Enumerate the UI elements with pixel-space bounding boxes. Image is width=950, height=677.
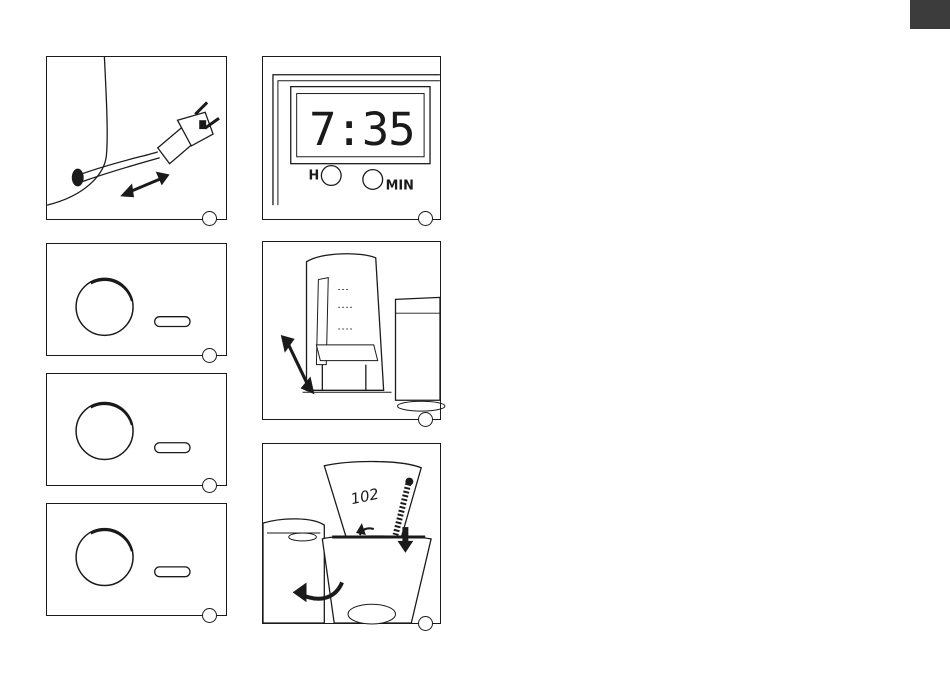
figure-power-cord: [46, 56, 227, 220]
button-state-illustration: [47, 504, 226, 615]
step-number-circle: [202, 211, 217, 226]
button-state-illustration: [47, 374, 226, 485]
step-number-circle: [418, 412, 433, 427]
figure-clock-display: 7:35 H MIN: [262, 56, 441, 220]
button-state-illustration: [47, 244, 226, 355]
minute-button-label: MIN: [386, 178, 414, 193]
step-number-circle: [418, 211, 433, 226]
power-plug-illustration: [47, 57, 226, 219]
filter-holder-illustration: 102: [263, 444, 440, 623]
figure-filter-holder: 102: [262, 443, 441, 624]
step-number-circle: [418, 616, 433, 631]
clock-time-display: 7:35: [309, 103, 414, 156]
figure-button-state-1: [46, 243, 227, 356]
figure-water-tank: [262, 241, 441, 420]
clock-illustration: 7:35 H MIN: [263, 57, 440, 219]
minute-button[interactable]: [363, 170, 383, 190]
step-number-circle: [202, 348, 217, 363]
figure-button-state-3: [46, 503, 227, 616]
step-number-circle: [202, 478, 217, 493]
water-tank-illustration: [263, 242, 440, 419]
hour-button-label: H: [309, 168, 320, 183]
page-edge-tab: [910, 0, 950, 29]
figure-button-state-2: [46, 373, 227, 486]
step-number-circle: [202, 608, 217, 623]
hour-button[interactable]: [321, 166, 341, 186]
